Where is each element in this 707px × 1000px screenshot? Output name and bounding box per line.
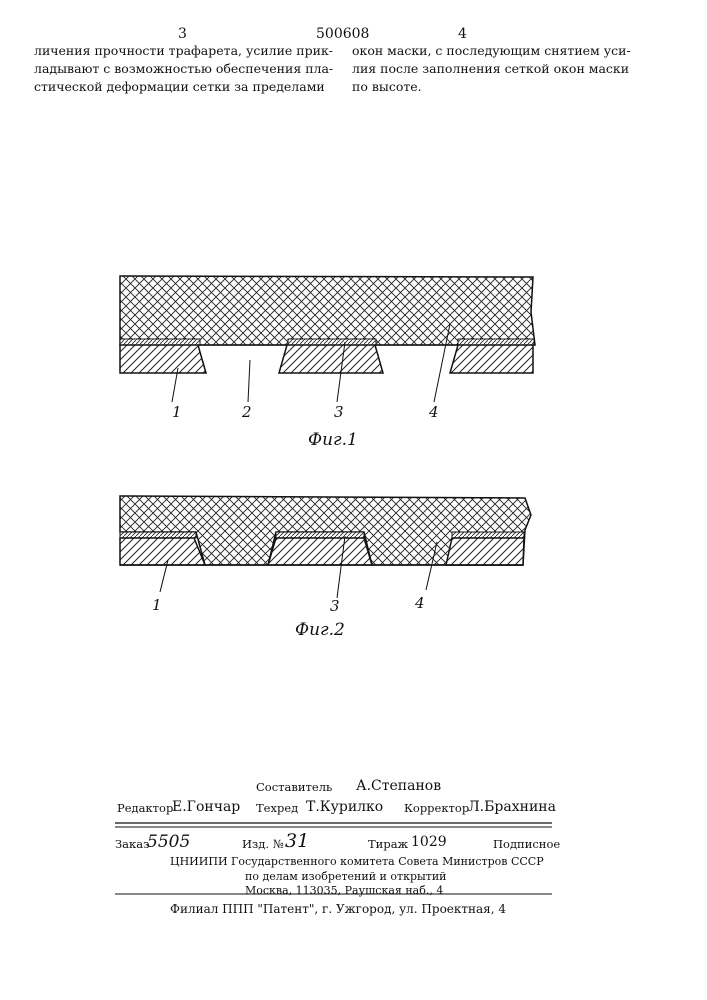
izd-label: Изд. № bbox=[242, 837, 284, 851]
mask-coating bbox=[120, 339, 200, 345]
mask-segment bbox=[268, 538, 372, 565]
composer-label: Составитель bbox=[256, 780, 332, 794]
mesh-layer bbox=[120, 276, 535, 345]
editor-name: Е.Гончар bbox=[172, 799, 240, 815]
figure2-caption: Фиг.2 bbox=[295, 620, 345, 640]
mask-coating bbox=[120, 532, 196, 538]
mask-segment bbox=[120, 538, 205, 565]
figure1-caption: Фиг.1 bbox=[308, 430, 358, 450]
mask-coating bbox=[452, 532, 524, 538]
izd-number: 31 bbox=[285, 830, 309, 852]
mask-coating bbox=[276, 532, 364, 538]
branch-address: Филиал ППП "Патент", г. Ужгород, ул. Про… bbox=[170, 902, 506, 916]
order-label: Заказ bbox=[115, 837, 149, 851]
techred-label: Техред bbox=[256, 801, 298, 815]
order-number: 5505 bbox=[147, 832, 190, 852]
composer-name: А.Степанов bbox=[356, 778, 441, 794]
mask-segment bbox=[450, 345, 533, 373]
mask-segment bbox=[120, 345, 206, 373]
tirazh-label: Тираж bbox=[368, 837, 408, 851]
figure-1 bbox=[120, 276, 535, 402]
org-line-1: ЦНИИПИ Государственного комитета Совета … bbox=[170, 855, 544, 868]
figure1-label-2: 2 bbox=[242, 403, 252, 421]
figure2-label-1: 1 bbox=[152, 596, 162, 614]
org-line-3: Москва, 113035, Раушская наб., 4 bbox=[245, 884, 443, 897]
figure1-label-1: 1 bbox=[172, 403, 182, 421]
mask-segment bbox=[446, 538, 524, 565]
figure2-label-4: 4 bbox=[415, 594, 425, 612]
figure-2 bbox=[120, 496, 531, 598]
editor-label: Редактор bbox=[117, 801, 173, 815]
mask-segment bbox=[279, 345, 383, 373]
mask-coating bbox=[458, 339, 534, 345]
org-line-2: по делам изобретений и открытий bbox=[245, 870, 447, 883]
subscription: Подписное bbox=[493, 837, 560, 851]
figure1-label-4: 4 bbox=[429, 403, 439, 421]
figure1-label-3: 3 bbox=[334, 403, 344, 421]
corrector-name: Л.Брахнина bbox=[468, 799, 556, 815]
techred-name: Т.Курилко bbox=[306, 799, 383, 815]
figure2-label-3: 3 bbox=[330, 597, 340, 615]
tirazh-value: 1029 bbox=[411, 834, 447, 850]
corrector-label: Корректор bbox=[404, 801, 469, 815]
mask-coating bbox=[288, 339, 376, 345]
